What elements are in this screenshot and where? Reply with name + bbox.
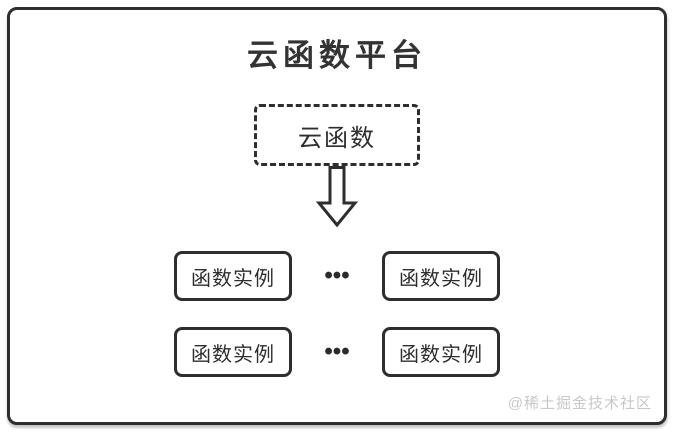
platform-container: 云函数平台 云函数 函数实例 ••• 函数实例 函数实例 ••• 函数实例 bbox=[7, 7, 667, 425]
watermark: @稀土掘金技术社区 bbox=[507, 395, 652, 412]
function-instance-node: 函数实例 bbox=[174, 327, 292, 377]
diagram-title: 云函数平台 bbox=[247, 38, 427, 73]
function-instance-label: 函数实例 bbox=[191, 343, 275, 366]
instance-row: 函数实例 ••• 函数实例 bbox=[10, 251, 664, 301]
function-instance-label: 函数实例 bbox=[399, 343, 483, 366]
cloud-function-node: 云函数 bbox=[254, 104, 420, 166]
instance-row: 函数实例 ••• 函数实例 bbox=[10, 327, 664, 377]
function-instance-node: 函数实例 bbox=[174, 251, 292, 301]
down-arrow-icon bbox=[315, 166, 359, 228]
ellipsis-dots: ••• bbox=[324, 262, 350, 289]
cloud-function-label: 云函数 bbox=[298, 124, 376, 152]
function-instance-label: 函数实例 bbox=[399, 267, 483, 290]
function-instance-label: 函数实例 bbox=[191, 267, 275, 290]
function-instance-node: 函数实例 bbox=[382, 327, 500, 377]
ellipsis-dots: ••• bbox=[324, 338, 350, 365]
function-instance-node: 函数实例 bbox=[382, 251, 500, 301]
